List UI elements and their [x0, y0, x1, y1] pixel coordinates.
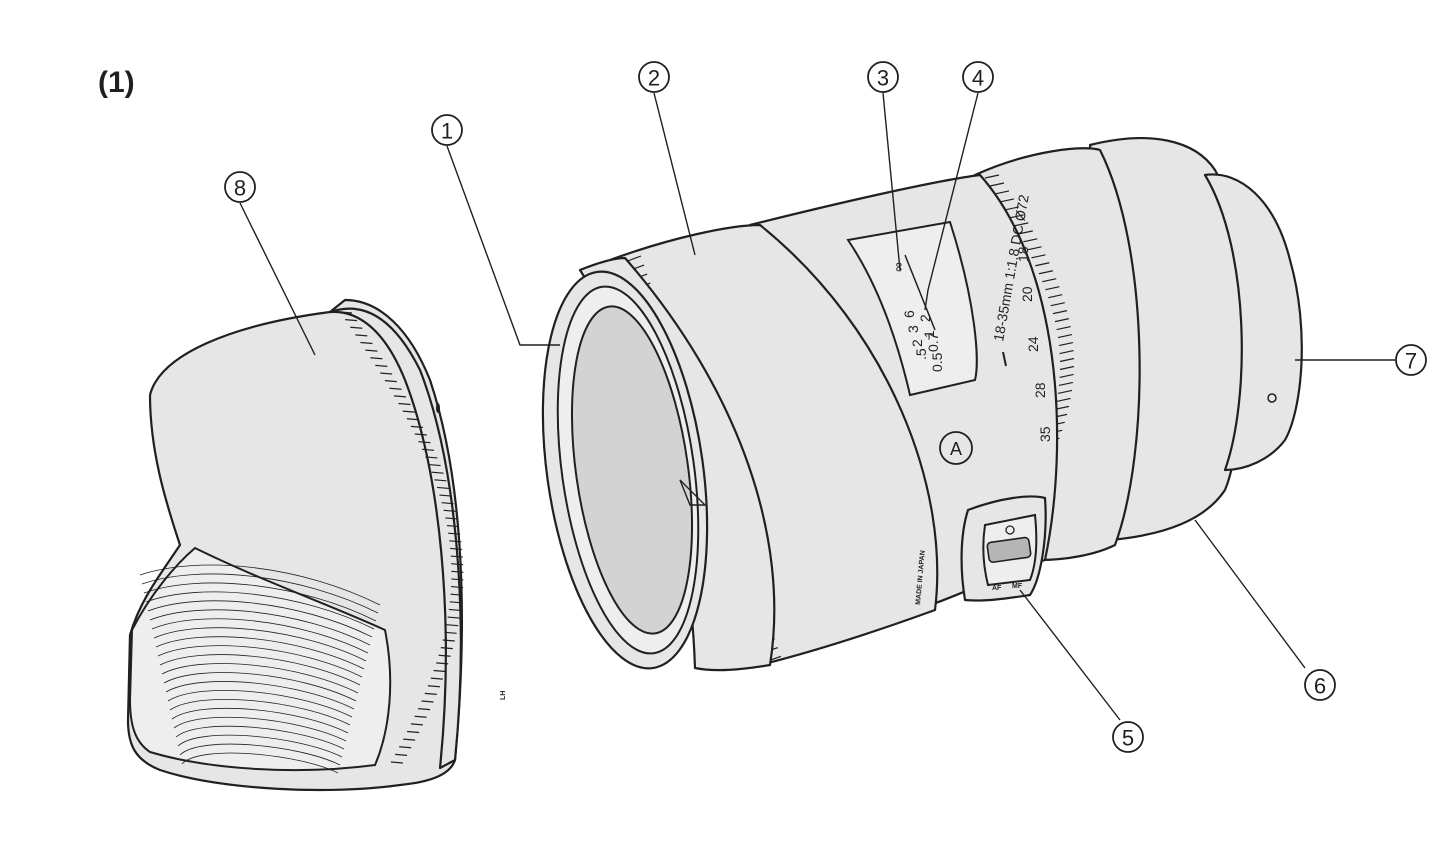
zoom-28: 28 — [1032, 382, 1048, 398]
leader-6 — [1195, 520, 1305, 668]
figure-label: (1) — [98, 66, 135, 99]
leader-2 — [654, 93, 695, 255]
zoom-18: 18 — [1015, 246, 1031, 262]
distance-ft-3: 3 — [905, 325, 921, 333]
distance-m-2: 2 — [917, 314, 933, 322]
zoom-20: 20 — [1019, 286, 1035, 302]
switch-label-af: AF — [992, 585, 1002, 592]
hood-print: LH — [500, 691, 507, 700]
series-badge-letter: A — [950, 439, 962, 459]
zoom-24: 24 — [1025, 336, 1041, 352]
focus-mode-switch[interactable]: AF MF — [962, 497, 1046, 601]
callout-4: 4 — [972, 66, 984, 91]
distance-ft-6: 6 — [901, 310, 917, 318]
lens: ∞ 6 3 2 .5 2 1 0.7 0.5 18-35mm 1:1.8 DC … — [520, 138, 1302, 679]
lens-hood: LH — [128, 300, 507, 790]
distance-ft-2: 2 — [909, 339, 925, 347]
callout-8: 8 — [234, 176, 246, 201]
callout-7: 7 — [1405, 349, 1417, 374]
callout-3: 3 — [877, 66, 889, 91]
distance-m-07: 0.7 — [925, 332, 941, 352]
distance-m-05: 0.5 — [929, 352, 945, 372]
callout-2: 2 — [648, 66, 660, 91]
zoom-35: 35 — [1037, 426, 1053, 442]
callout-6: 6 — [1314, 674, 1326, 699]
callout-1: 1 — [441, 119, 453, 144]
leader-5 — [1020, 590, 1120, 720]
distance-infinity: ∞ — [890, 262, 906, 272]
hood-index-mark — [436, 403, 440, 413]
switch-label-mf: MF — [1012, 583, 1023, 590]
leader-1 — [447, 146, 560, 345]
callout-5: 5 — [1122, 726, 1134, 751]
